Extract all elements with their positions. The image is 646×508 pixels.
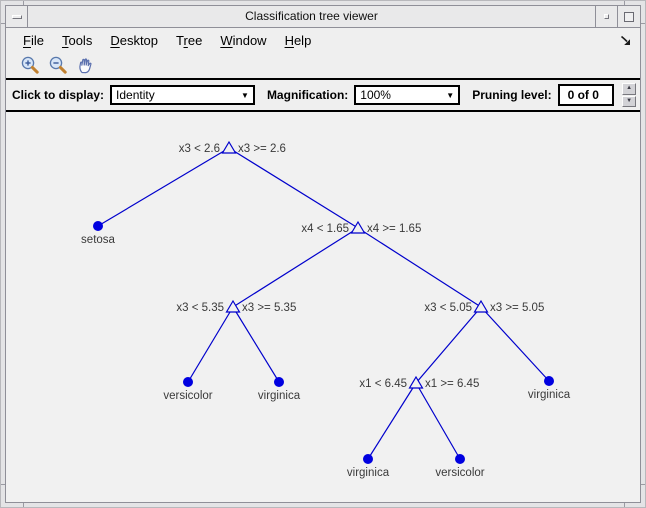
display-value: Identity: [116, 88, 155, 102]
frame-notch: [23, 1, 24, 5]
maximize-button[interactable]: [617, 6, 640, 27]
leaf-node-marker[interactable]: [274, 377, 284, 387]
minimize-dot-icon: [604, 14, 609, 19]
pruning-label: Pruning level:: [472, 88, 552, 102]
pruning-value: 0 of 0: [567, 88, 599, 102]
decision-tree: x3 < 2.6 x3 >= 2.6 x4 < 1.65 x4 >= 1.65 x3 <…: [81, 140, 571, 479]
frame-notch: [641, 23, 645, 24]
branch-label-left: x4 < 1.65: [301, 223, 349, 235]
pan-hand-icon: [79, 58, 92, 74]
tree-edge: [232, 227, 359, 308]
zoom-in-button[interactable]: [18, 53, 42, 77]
frame-notch: [1, 23, 5, 24]
tree-edge: [357, 227, 482, 308]
tree-edge: [97, 147, 230, 227]
window-menu-button[interactable]: [6, 6, 28, 27]
pan-button[interactable]: [74, 53, 98, 77]
menu-help[interactable]: Help: [284, 32, 312, 48]
menu-desktop[interactable]: Desktop: [110, 32, 159, 48]
zoom-out-button[interactable]: [46, 53, 70, 77]
leaf-node-marker[interactable]: [455, 454, 465, 464]
dock-arrow-icon[interactable]: [616, 32, 634, 48]
leaf-label: virginica: [258, 390, 301, 402]
branch-label-right: x3 >= 2.6: [238, 143, 286, 155]
leaf-node-marker[interactable]: [363, 454, 373, 464]
display-label: Click to display:: [12, 88, 105, 102]
zoom-out-icon: [49, 56, 67, 74]
leaf-label: versicolor: [163, 390, 212, 402]
chevron-down-icon: ▼: [446, 90, 455, 100]
menu-tree[interactable]: Tree: [176, 32, 203, 48]
leaf-label: setosa: [81, 234, 115, 246]
frame-notch: [23, 503, 24, 507]
frame-notch: [1, 484, 5, 485]
tree-edge: [415, 382, 461, 460]
chevron-down-icon: ▼: [240, 90, 249, 100]
window-title: Classification tree viewer: [245, 9, 378, 23]
branch-label-right: x3 >= 5.05: [490, 302, 544, 314]
magnification-combobox[interactable]: 100% ▼: [354, 85, 461, 105]
pruning-spinner: ▲ ▼: [622, 83, 636, 107]
split-node-marker[interactable]: [225, 299, 241, 313]
frame-notch: [624, 1, 625, 5]
menu-file[interactable]: File: [23, 32, 44, 48]
frame-notch: [624, 503, 625, 507]
split-node-marker[interactable]: [350, 220, 366, 234]
branch-label-left: x3 < 5.05: [424, 302, 472, 314]
menu-bar: File Tools Desktop Tree Window Help: [6, 28, 640, 52]
title-bar[interactable]: Classification tree viewer: [6, 6, 640, 28]
branch-label-right: x4 >= 1.65: [367, 223, 421, 235]
zoom-in-icon: [21, 56, 39, 74]
pruning-level-field[interactable]: 0 of 0: [557, 84, 615, 106]
tree-edge: [480, 306, 550, 382]
spinner-up-button[interactable]: ▲: [622, 83, 636, 95]
leaf-label: versicolor: [435, 467, 484, 479]
magnification-value: 100%: [360, 88, 391, 102]
control-strip: Click to display: Identity ▼ Magnificati…: [6, 78, 640, 112]
menu-tools[interactable]: Tools: [61, 32, 93, 48]
tree-edge: [367, 382, 417, 460]
leaf-node-marker[interactable]: [544, 376, 554, 386]
tree-edge: [187, 306, 234, 383]
branch-label-left: x3 < 5.35: [176, 302, 224, 314]
leaf-label: virginica: [528, 389, 571, 401]
toolbar: [6, 52, 640, 78]
frame-notch: [641, 484, 645, 485]
branch-label-right: x1 >= 6.45: [425, 378, 479, 390]
branch-label-left: x3 < 2.6: [179, 143, 220, 155]
split-node-marker[interactable]: [221, 140, 237, 154]
magnification-label: Magnification:: [266, 88, 349, 102]
maximize-square-icon: [624, 11, 634, 22]
dash-icon: [11, 14, 22, 19]
minimize-button[interactable]: [595, 6, 617, 27]
menu-window[interactable]: Window: [220, 32, 267, 48]
display-combobox[interactable]: Identity ▼: [110, 85, 255, 105]
tree-edge: [232, 306, 280, 383]
leaf-node-marker[interactable]: [93, 221, 103, 231]
branch-label-left: x1 < 6.45: [359, 378, 407, 390]
spinner-down-button[interactable]: ▼: [622, 95, 636, 107]
split-node-marker[interactable]: [473, 299, 489, 313]
split-node-marker[interactable]: [408, 375, 424, 389]
branch-label-right: x3 >= 5.35: [242, 302, 296, 314]
leaf-node-marker[interactable]: [183, 377, 193, 387]
leaf-label: virginica: [347, 467, 390, 479]
tree-edge: [228, 147, 359, 229]
tree-canvas[interactable]: x3 < 2.6 x3 >= 2.6 x4 < 1.65 x4 >= 1.65 x3 <…: [6, 112, 640, 502]
tree-edge: [415, 306, 482, 384]
